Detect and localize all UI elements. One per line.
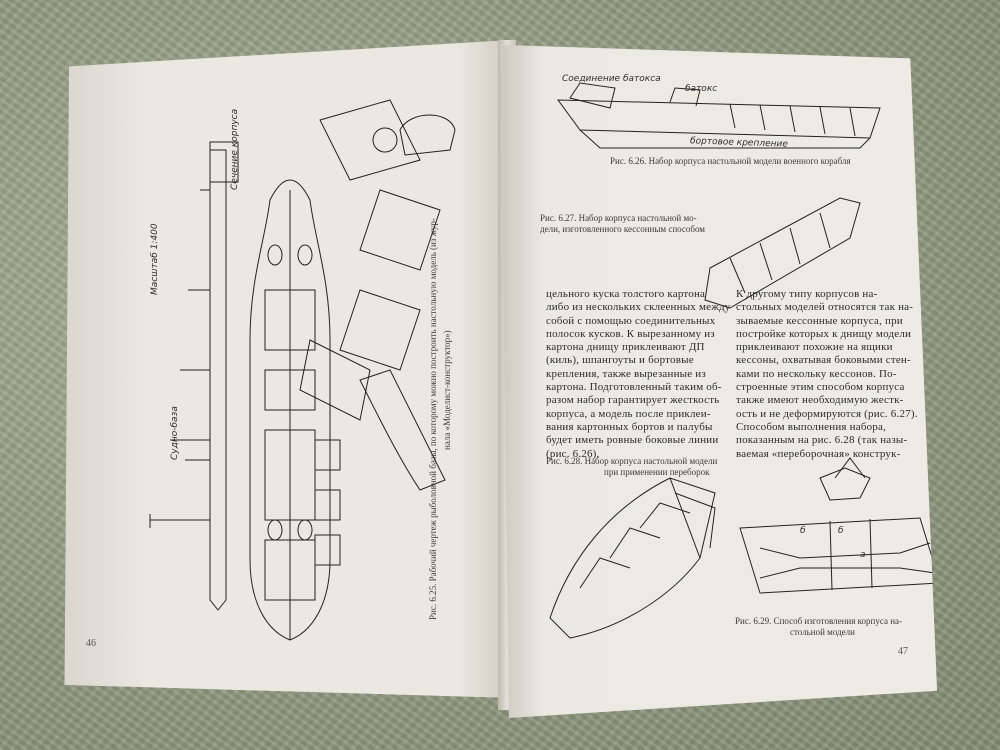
fig628-caption-1: Рис. 6.28. Набор корпуса настольной моде…	[546, 456, 718, 466]
fig629-mark-b1: б	[800, 526, 806, 536]
col2-line: также имеют необходимую жестк-	[736, 394, 904, 407]
right-page: Соединение батокса батокс бортовое крепл…	[500, 44, 938, 718]
vessel-label: Судно-база	[170, 406, 180, 460]
fig629-caption-1: Рис. 6.29. Способ изготовления корпуса н…	[735, 616, 902, 626]
fig626-batoks-label: батокс	[685, 84, 718, 94]
fig627-caption-1: Рис. 6.27. Набор корпуса настольной мо-	[540, 213, 697, 223]
text-column-2: К другому типу корпусов на- стольных мод…	[736, 288, 918, 461]
fig628-caption-2: при применении переборок	[604, 467, 710, 477]
left-page-number: 46	[86, 638, 96, 649]
fig629-caption-2: стольной модели	[790, 627, 855, 637]
section-label: Сечение корпуса	[230, 108, 240, 190]
ship-blueprint-drawing	[149, 99, 456, 641]
col2-line: ками по нескольку кессонов. По-	[736, 367, 897, 380]
col2-line: стольных моделей относятся так на-	[736, 301, 914, 314]
col1-line: цельного куска толстого картона	[546, 288, 706, 300]
right-page-number: 47	[898, 646, 908, 657]
col1-line: (рис. 6.26).	[546, 447, 600, 460]
col2-line: зываемые кессонные корпуса, при	[736, 314, 903, 327]
fig627-caption-2: дели, изготовленного кессонным способом	[540, 224, 705, 234]
right-page-drawings	[549, 82, 938, 639]
col1-line: картона. Подготовленный таким об-	[546, 381, 722, 394]
col2-line: строенные этим способом корпуса	[736, 381, 905, 394]
col1-line: (киль), шпангоуты и бортовые	[546, 354, 694, 367]
text-column-1: цельного куска толстого картона либо из …	[546, 288, 731, 461]
fig629-mark-a: а	[860, 550, 866, 560]
left-page: Сечение корпуса Масштаб 1:400 Судно-база…	[64, 40, 512, 698]
col1-line: полосок кусков. К вырезанному из	[546, 327, 715, 340]
fig626-caption: Рис. 6.26. Набор корпуса настольной моде…	[610, 156, 851, 166]
col1-line: крепления, также вырезанные из	[546, 367, 706, 380]
col2-line: Способом выполнения набора,	[736, 420, 887, 433]
figure-625-caption-2: нала «Моделист-конструктор»)	[442, 330, 452, 450]
col2-line: ость и не деформируются (рис. 6.27).	[736, 407, 918, 420]
col2-line: ваемая «переборочная» конструк-	[736, 447, 901, 460]
col1-line: корпуса, а модель после приклеи-	[546, 407, 711, 420]
fig626-joint-label: Соединение батокса	[562, 74, 661, 84]
col1-line: вания картонных бортов и палубы	[546, 420, 713, 433]
col1-line: либо из нескольких склеенных между	[546, 301, 731, 314]
col1-line: разом набор гарантирует жесткость	[546, 394, 720, 407]
scale-label: Масштаб 1:400	[150, 223, 160, 295]
col2-line: кессоны, охватывая боковыми стен-	[736, 354, 911, 367]
col1-line: собой с помощью соединительных	[546, 314, 716, 327]
col1-line: будет иметь ровные боковые линии	[546, 434, 719, 447]
figure-625-caption: Рис. 6.25. Рабочий чертеж рыболовной баз…	[428, 218, 438, 620]
fig629-mark-b2: б	[838, 526, 844, 536]
col1-line: картона днищу приклеивают ДП	[546, 341, 705, 354]
col2-line: К другому типу корпусов на-	[736, 288, 878, 300]
col2-line: показанным на рис. 6.28 (так назы-	[736, 434, 908, 447]
col2-line: постройке которых к днищу модели	[736, 327, 912, 340]
col2-line: приклеивают похожие на ящики	[736, 341, 893, 354]
